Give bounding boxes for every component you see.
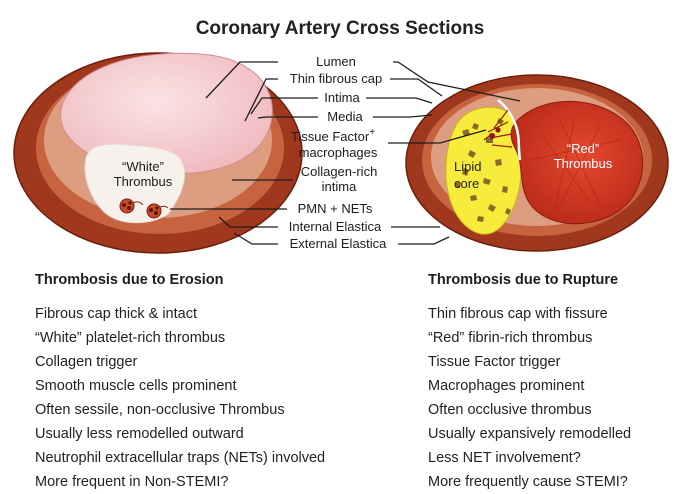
list-item: More frequent in Non-STEMI? [35, 474, 229, 490]
erosion-artery: “White” Thrombus [13, 52, 303, 254]
label-intima: Intima [324, 90, 360, 105]
label-media: Media [327, 109, 363, 124]
label-tissue-factor: Tissue Factor+ [291, 127, 375, 144]
rupture-heading: Thrombosis due to Rupture [428, 272, 619, 288]
list-item: Macrophages prominent [428, 378, 585, 394]
lipid-core-label-1: Lipid [454, 159, 481, 174]
white-thrombus-label-1: “White” [122, 159, 164, 174]
list-item: Less NET involvement? [428, 450, 581, 466]
list-item: More frequently cause STEMI? [428, 474, 628, 490]
label-external-elastica: External Elastica [290, 236, 388, 251]
rupture-artery: Lipid core “Red” Thrombus [405, 74, 669, 252]
list-item: Thin fibrous cap with fissure [428, 306, 608, 322]
list-item: Usually less remodelled outward [35, 426, 244, 442]
label-thin-fibrous-cap: Thin fibrous cap [290, 71, 383, 86]
white-thrombus [84, 143, 185, 224]
list-item: Often occlusive thrombus [428, 402, 592, 418]
leader-lines [170, 61, 521, 245]
pmn-cells [119, 198, 169, 219]
label-collagen-rich: Collagen-rich [301, 164, 378, 179]
erosion-list: Fibrous cap thick & intact “White” plate… [35, 302, 325, 494]
fissure [497, 99, 522, 161]
list-item: “Red” fibrin-rich thrombus [428, 330, 593, 346]
rupture-list: Thin fibrous cap with fissure “Red” fibr… [428, 302, 631, 494]
list-item: Fibrous cap thick & intact [35, 306, 197, 322]
label-pmn-nets: PMN + NETs [298, 201, 373, 216]
list-item: Neutrophil extracellular traps (NETs) in… [35, 450, 326, 466]
red-thrombus-label-1: “Red” [567, 141, 600, 156]
lipid-core-label-2: core [454, 176, 479, 191]
white-thrombus-label-2: Thrombus [114, 174, 173, 189]
macrophages [483, 109, 513, 148]
figure-title: Coronary Artery Cross Sections [195, 18, 485, 39]
list-item: Smooth muscle cells prominent [35, 378, 237, 394]
lipid-debris [455, 118, 511, 222]
label-internal-elastica: Internal Elastica [289, 219, 382, 234]
list-item: Usually expansively remodelled [428, 426, 632, 442]
list-item: Often sessile, non-occlusive Thrombus [35, 402, 285, 418]
red-thrombus-label-2: Thrombus [554, 156, 613, 171]
cross-section-figure: “White” Thrombus Lipid core “Red” Thromb… [13, 52, 669, 254]
red-thrombus-streaks [529, 117, 621, 209]
label-macrophages: macrophages [299, 145, 378, 160]
red-thrombus [510, 101, 644, 225]
list-item: Collagen trigger [35, 354, 138, 370]
list-item: Tissue Factor trigger [428, 354, 561, 370]
label-lumen: Lumen [316, 54, 356, 69]
label-collagen-intima: intima [322, 179, 357, 194]
list-item: “White” platelet-rich thrombus [35, 330, 226, 346]
erosion-heading: Thrombosis due to Erosion [35, 272, 224, 288]
